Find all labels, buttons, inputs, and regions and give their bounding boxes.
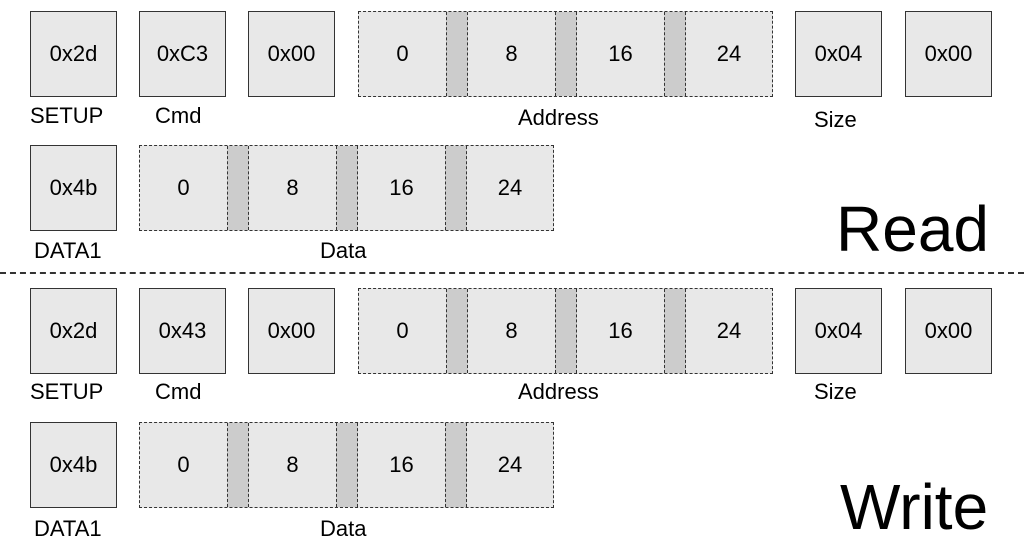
data-byte-2: 16 [389,175,414,200]
data-label: Data [320,238,367,263]
size-box: 0x04 [795,288,882,374]
address-label: Address [518,105,599,130]
address-byte-0: 0 [396,318,409,343]
byte-separator [227,146,249,230]
cmd-label: Cmd [155,103,202,128]
tail-box: 0x00 [905,11,992,97]
cmd-value: 0xC3 [156,41,209,66]
zero-box: 0x00 [248,288,335,374]
data-byte-0: 0 [177,452,190,477]
size-label: Size [814,107,857,132]
read-title: Read [836,193,989,265]
data1-value: 0x4b [49,175,98,200]
size-label: Size [814,379,857,404]
address-byte-1: 8 [505,318,518,343]
byte-separator [446,12,468,96]
address-byte-2: 16 [608,318,633,343]
data-byte-0: 0 [177,175,190,200]
byte-separator [227,423,249,507]
size-box: 0x04 [795,11,882,97]
address-label: Address [518,379,599,404]
setup-value: 0x2d [49,41,98,66]
address-byte-3: 24 [716,318,742,343]
byte-separator [555,289,577,373]
setup-value: 0x2d [49,318,98,343]
data-byte-3: 24 [497,452,523,477]
data-byte-2: 16 [389,452,414,477]
byte-separator [445,146,467,230]
address-byte-1: 8 [505,41,518,66]
byte-separator [664,289,686,373]
data-byte-3: 24 [497,175,523,200]
cmd-label: Cmd [155,379,202,404]
cmd-value: 0x43 [158,318,207,343]
data1-box: 0x4b [30,145,117,231]
write-title: Write [840,471,989,543]
byte-separator [446,289,468,373]
byte-separator [336,423,358,507]
setup-label: SETUP [30,103,104,128]
byte-separator [336,146,358,230]
data1-value: 0x4b [49,452,98,477]
zero-value: 0x00 [267,41,316,66]
byte-separator [445,423,467,507]
address-field: 0 8 16 24 [358,11,773,97]
data-byte-1: 8 [286,175,299,200]
byte-separator [664,12,686,96]
tail-value: 0x00 [924,41,973,66]
data1-label: DATA1 [34,238,102,263]
byte-separator [555,12,577,96]
tail-box: 0x00 [905,288,992,374]
data1-box: 0x4b [30,422,117,508]
cmd-box: 0xC3 [139,11,226,97]
cmd-box: 0x43 [139,288,226,374]
size-value: 0x04 [814,318,863,343]
address-byte-2: 16 [608,41,633,66]
data-byte-1: 8 [286,452,299,477]
setup-label: SETUP [30,379,104,404]
setup-box: 0x2d [30,11,117,97]
address-field: 0 8 16 24 [358,288,773,374]
zero-box: 0x00 [248,11,335,97]
size-value: 0x04 [814,41,863,66]
address-byte-3: 24 [716,41,742,66]
setup-box: 0x2d [30,288,117,374]
tail-value: 0x00 [924,318,973,343]
data1-label: DATA1 [34,516,102,541]
data-field: 0 8 16 24 [139,422,554,508]
address-byte-0: 0 [396,41,409,66]
zero-value: 0x00 [267,318,316,343]
data-label: Data [320,516,367,541]
data-field: 0 8 16 24 [139,145,554,231]
section-divider [0,272,1024,274]
